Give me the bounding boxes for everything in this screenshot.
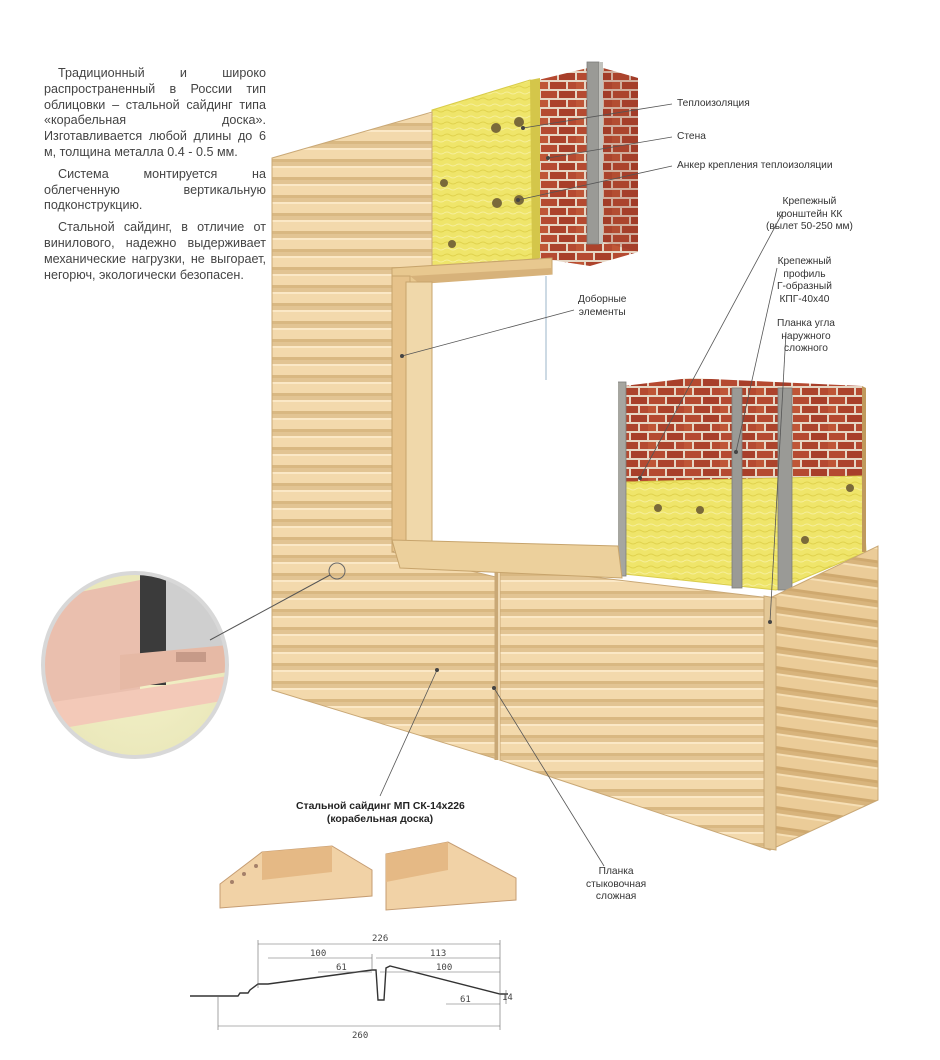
label-profile-line-2: профиль [783, 268, 826, 280]
profile-dimension-drawing: 226 100 113 61 100 61 14 260 [190, 934, 513, 1041]
label-bracket: Крепежный кронштейн КК (вылет 50-250 мм) [766, 196, 853, 234]
label-extra-elements: Доборные элементы [578, 294, 626, 319]
dim-260: 260 [352, 1031, 368, 1041]
product-label: Стальной сайдинг МП СК-14х226 (корабельн… [296, 801, 465, 826]
label-corner-line-3: сложного [783, 343, 828, 354]
label-joint-line-3: сложная [595, 891, 637, 902]
window [391, 257, 623, 579]
zoom-detail [41, 562, 346, 759]
label-bracket-line-1: Крепежный [782, 196, 837, 207]
label-corner-line-2: наружного [781, 330, 831, 342]
label-profile: Крепежный профиль Г-образный КПГ-40х40 [777, 256, 832, 306]
right-wall-section [615, 378, 867, 591]
label-joint: Планка стыковочная сложная [586, 866, 646, 904]
dim-226: 226 [372, 934, 388, 944]
label-corner-line-1: Планка угла [777, 318, 835, 329]
siding-profile-sample [219, 841, 517, 911]
dim-61-left: 61 [336, 963, 347, 973]
dim-113: 113 [430, 949, 446, 959]
product-subtitle: (корабельная доска) [326, 813, 434, 825]
dim-100-right: 100 [436, 963, 452, 973]
dim-61-right: 61 [460, 995, 471, 1005]
label-profile-line-1: Крепежный [777, 256, 832, 267]
dim-100-left: 100 [310, 949, 326, 959]
label-profile-line-3: Г-образный [777, 281, 832, 292]
top-wall-section [431, 61, 638, 273]
leader-dots [400, 126, 772, 690]
corner-siding-wall [763, 545, 879, 851]
label-extra-line-2: элементы [578, 306, 626, 318]
label-profile-line-4: КПГ-40х40 [779, 293, 830, 305]
label-joint-line-2: стыковочная [586, 878, 647, 890]
label-joint-line-1: Планка [598, 866, 634, 877]
label-corner: Планка угла наружного сложного [777, 318, 835, 356]
product-name: Стальной сайдинг МП СК-14х226 [296, 801, 465, 812]
dim-14: 14 [502, 993, 513, 1003]
intro-paragraph-1: Традиционный и широко распространенный в… [44, 66, 266, 159]
label-bracket-line-3: (вылет 50-250 мм) [766, 221, 853, 232]
label-extra-line-1: Доборные [578, 294, 627, 305]
intro-text: Традиционный и широко распространенный в… [44, 66, 266, 289]
intro-paragraph-2: Система монтируется на облегченную верти… [44, 166, 266, 213]
lower-siding-wall [494, 565, 771, 851]
leader-lines [379, 103, 787, 867]
label-bracket-line-2: кронштейн КК [776, 208, 843, 220]
intro-paragraph-3: Стальной сайдинг, в отличие от виниловог… [44, 220, 266, 282]
label-insulation: Теплоизоляция [677, 98, 750, 109]
label-anchor: Анкер крепления теплоизоляции [677, 160, 833, 171]
label-wall: Стена [677, 131, 706, 142]
